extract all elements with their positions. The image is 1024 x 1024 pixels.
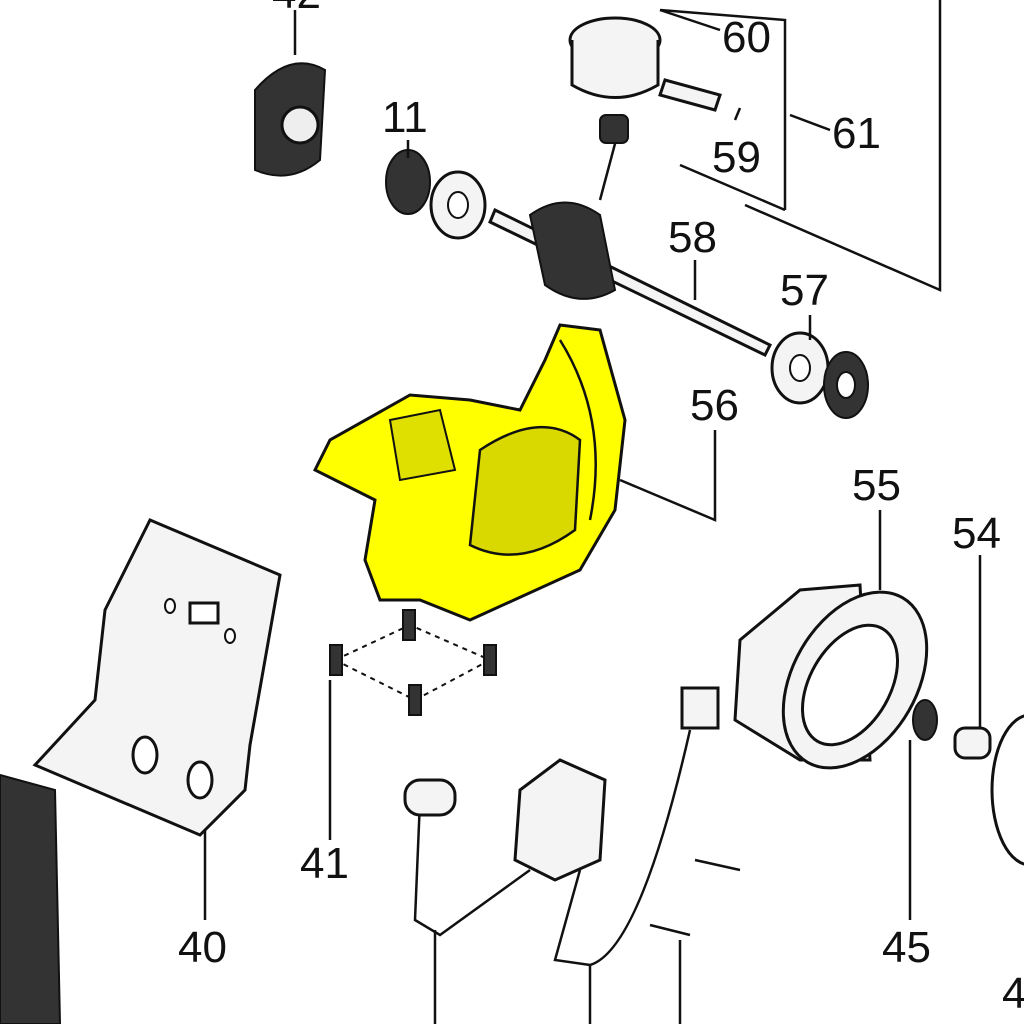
muffler-part <box>0 773 62 1024</box>
part-45-washer <box>912 699 938 741</box>
part-58-crankshaft <box>488 114 773 357</box>
callout-45: 45 <box>882 923 931 972</box>
part-11-bearing <box>385 149 487 240</box>
callout-40: 40 <box>178 923 227 972</box>
leader-lines <box>203 8 982 1024</box>
part-55-flywheel <box>733 583 929 770</box>
part-57-bearing <box>770 331 869 419</box>
part-42-ignition-cover <box>254 62 327 177</box>
part-40-gasket <box>32 518 282 837</box>
part-46 <box>990 714 1024 866</box>
callout-60: 60 <box>722 13 771 62</box>
callout-57: 57 <box>780 266 829 315</box>
part-60-piston <box>568 16 722 112</box>
part-54-spacer <box>953 726 992 760</box>
callout-56: 56 <box>690 381 739 430</box>
callout-55: 55 <box>852 461 901 510</box>
callout-46: 46 <box>1002 969 1024 1018</box>
bracket-61 <box>659 0 942 292</box>
ignition-coil <box>403 686 741 967</box>
callout-58: 58 <box>668 213 717 262</box>
callout-59: 59 <box>712 133 761 182</box>
callout-42: 42 <box>272 0 321 18</box>
part-41-bolts <box>329 609 497 716</box>
part-56-crankcase-highlighted[interactable] <box>312 323 627 622</box>
callout-61: 61 <box>832 109 881 158</box>
callout-54: 54 <box>952 509 1001 558</box>
callout-41: 41 <box>300 839 349 888</box>
callout-11: 11 <box>382 93 428 142</box>
